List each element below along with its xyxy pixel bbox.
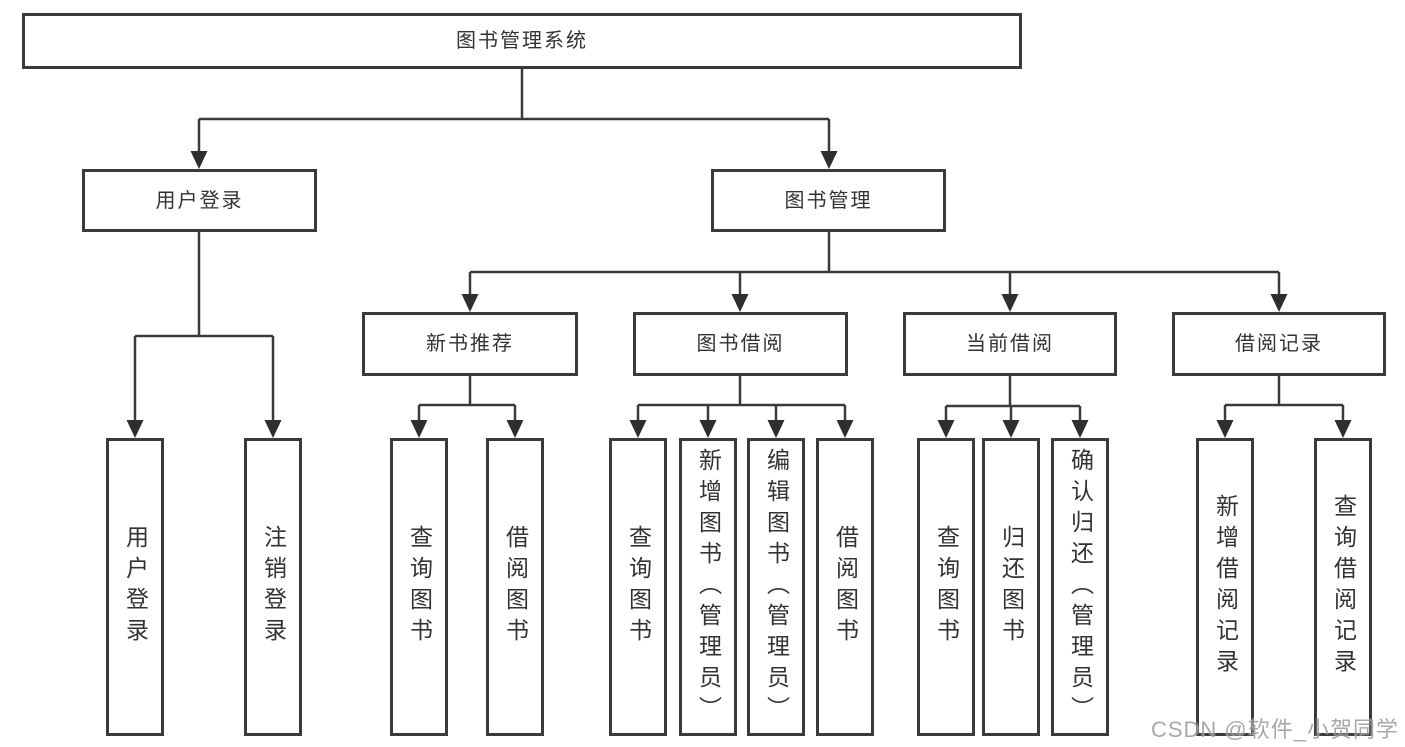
leaf-logout-label: 注销登录	[260, 525, 287, 649]
leaf-add-borrow-record-label: 新增借阅记录	[1212, 494, 1239, 680]
node-root: 图书管理系统	[22, 13, 1022, 69]
node-current-borrow-label: 当前借阅	[966, 333, 1054, 355]
leaf-borrow-book-2: 借阅图书	[816, 438, 874, 736]
node-borrow-records-label: 借阅记录	[1235, 333, 1323, 355]
leaf-query-book-2-label: 查询图书	[625, 525, 652, 649]
leaf-user-login-label: 用户登录	[122, 525, 149, 649]
leaf-query-book-1-label: 查询图书	[406, 525, 433, 649]
leaf-borrow-book-2-label: 借阅图书	[832, 525, 859, 649]
leaf-query-borrow-record-label: 查询借阅记录	[1330, 494, 1357, 680]
node-book-borrow-label: 图书借阅	[696, 333, 785, 355]
node-current-borrow: 当前借阅	[903, 312, 1117, 376]
leaf-query-book-3: 查询图书	[917, 438, 975, 736]
leaf-query-book-1: 查询图书	[390, 438, 448, 736]
node-user-login-label: 用户登录	[155, 189, 244, 212]
leaf-query-book-2: 查询图书	[609, 438, 667, 736]
leaf-borrow-book-1: 借阅图书	[486, 438, 544, 736]
leaf-add-borrow-record: 新增借阅记录	[1196, 438, 1254, 736]
leaf-edit-book-admin: 编辑图书（管理员）	[747, 438, 805, 736]
leaf-borrow-book-1-label: 借阅图书	[502, 525, 529, 649]
leaf-confirm-return-admin: 确认归还（管理员）	[1051, 438, 1109, 736]
leaf-add-book-admin: 新增图书（管理员）	[679, 438, 737, 736]
node-root-label: 图书管理系统	[456, 30, 588, 52]
leaf-logout: 注销登录	[244, 438, 302, 736]
leaf-return-book-label: 归还图书	[998, 525, 1025, 649]
leaf-edit-book-admin-label: 编辑图书（管理员）	[763, 447, 790, 727]
leaf-confirm-return-admin-label: 确认归还（管理员）	[1067, 447, 1094, 727]
node-book-management: 图书管理	[711, 169, 946, 232]
leaf-query-borrow-record: 查询借阅记录	[1314, 438, 1372, 736]
node-borrow-records: 借阅记录	[1172, 312, 1386, 376]
leaf-user-login: 用户登录	[106, 438, 164, 736]
node-book-borrow: 图书借阅	[633, 312, 848, 376]
leaf-query-book-3-label: 查询图书	[933, 525, 960, 649]
node-new-book-recommend-label: 新书推荐	[426, 333, 514, 355]
node-new-book-recommend: 新书推荐	[362, 312, 578, 376]
csdn-watermark: CSDN @软件_小贺同学	[1150, 717, 1399, 742]
node-book-management-label: 图书管理	[784, 189, 873, 212]
node-user-login: 用户登录	[82, 169, 317, 232]
leaf-add-book-admin-label: 新增图书（管理员）	[695, 447, 722, 727]
arrowheads	[126, 151, 1352, 438]
leaf-return-book: 归还图书	[982, 438, 1040, 736]
